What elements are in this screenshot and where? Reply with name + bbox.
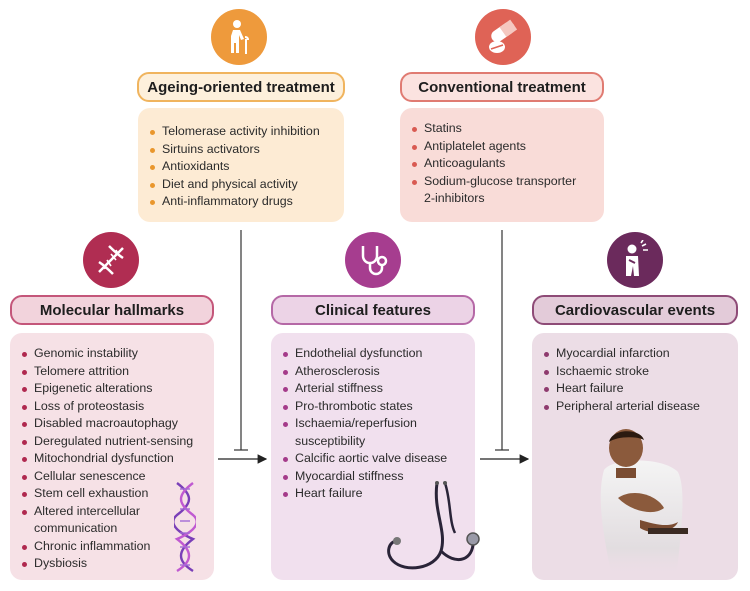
list-item: Mitochondrial dysfunction — [20, 450, 214, 468]
list-item: Calcific aortic valve disease — [281, 450, 475, 468]
ageing-treatment-panel: Telomerase activity inhibition Sirtuins … — [138, 108, 344, 222]
list-item: Sodium-glucose transporter — [410, 173, 604, 191]
list-item: Atherosclerosis — [281, 363, 475, 381]
list-item: Altered intercellular — [20, 503, 214, 521]
list-item: Loss of proteostasis — [20, 398, 214, 416]
list-item: Myocardial infarction — [542, 345, 738, 363]
list-item: Stem cell exhaustion — [20, 485, 214, 503]
conventional-treatment-title: Conventional treatment — [400, 72, 604, 102]
list-item: Myocardial stiffness — [281, 468, 475, 486]
list-item: Deregulated nutrient-sensing — [20, 433, 214, 451]
list-item: Diet and physical activity — [148, 176, 344, 194]
cardiovascular-events-panel: Myocardial infarction Ischaemic stroke H… — [532, 333, 738, 580]
dna-strand-illustration — [174, 482, 196, 573]
list-item: Anti-inflammatory drugs — [148, 193, 344, 211]
list-item: Heart failure — [281, 485, 475, 503]
list-item: Antioxidants — [148, 158, 344, 176]
list-item: Anticoagulants — [410, 155, 604, 173]
dna-icon — [98, 245, 124, 275]
list-item: Sirtuins activators — [148, 141, 344, 159]
molecular-hallmarks-panel: Genomic instability Telomere attrition E… — [10, 333, 214, 580]
chest-pain-person-icon — [626, 240, 648, 276]
list-item: Endothelial dysfunction — [281, 345, 475, 363]
clinical-features-list: Endothelial dysfunction Atherosclerosis … — [281, 345, 475, 503]
list-item: Disabled macroautophagy — [20, 415, 214, 433]
list-item-continuation: communication — [34, 521, 118, 535]
conventional-icon-badge — [475, 9, 531, 65]
list-item: Arterial stiffness — [281, 380, 475, 398]
list-item: Epigenetic alterations — [20, 380, 214, 398]
clinical-features-panel: Endothelial dysfunction Atherosclerosis … — [271, 333, 480, 580]
clinical-features-title: Clinical features — [271, 295, 475, 325]
list-item-continuation: susceptibility — [295, 433, 366, 448]
molecular-icon-badge — [83, 232, 139, 288]
ageing-treatment-list: Telomerase activity inhibition Sirtuins … — [148, 123, 344, 211]
molecular-hallmarks-title: Molecular hallmarks — [10, 295, 214, 325]
list-item: Ischaemic stroke — [542, 363, 738, 381]
list-item: Telomerase activity inhibition — [148, 123, 344, 141]
list-item-continuation: 2-inhibitors — [424, 191, 485, 205]
cardiovascular-events-title: Cardiovascular events — [532, 295, 738, 325]
cardiovascular-events-list: Myocardial infarction Ischaemic stroke H… — [542, 345, 738, 415]
conventional-treatment-panel: Statins Antiplatelet agents Anticoagulan… — [400, 108, 604, 222]
list-item: Statins — [410, 120, 604, 138]
list-item: Cellular senescence — [20, 468, 214, 486]
list-item: Ischaemia/reperfusion — [281, 415, 475, 433]
clinical-icon-badge — [345, 232, 401, 288]
list-item: Dysbiosis — [20, 555, 214, 573]
list-item: Heart failure — [542, 380, 738, 398]
ageing-inhibition-line — [234, 230, 248, 451]
molecular-hallmarks-list: Genomic instability Telomere attrition E… — [20, 345, 214, 573]
list-item: Antiplatelet agents — [410, 138, 604, 156]
pills-icon — [489, 19, 518, 53]
ageing-treatment-title: Ageing-oriented treatment — [137, 72, 345, 102]
stethoscope-illustration — [387, 481, 480, 570]
list-item: Telomere attrition — [20, 363, 214, 381]
ageing-icon-badge — [211, 9, 267, 65]
elderly-person-icon — [231, 20, 249, 54]
list-item: Chronic inflammation — [20, 538, 214, 556]
conventional-treatment-list: Statins Antiplatelet agents Anticoagulan… — [410, 120, 604, 208]
list-item: Peripheral arterial disease — [542, 398, 738, 416]
list-item: Genomic instability — [20, 345, 214, 363]
list-item: Pro-thrombotic states — [281, 398, 475, 416]
chest-pain-person-illustration — [600, 429, 688, 578]
cardio-icon-badge — [607, 232, 663, 288]
stethoscope-icon — [361, 246, 388, 276]
conventional-inhibition-line — [495, 230, 509, 451]
